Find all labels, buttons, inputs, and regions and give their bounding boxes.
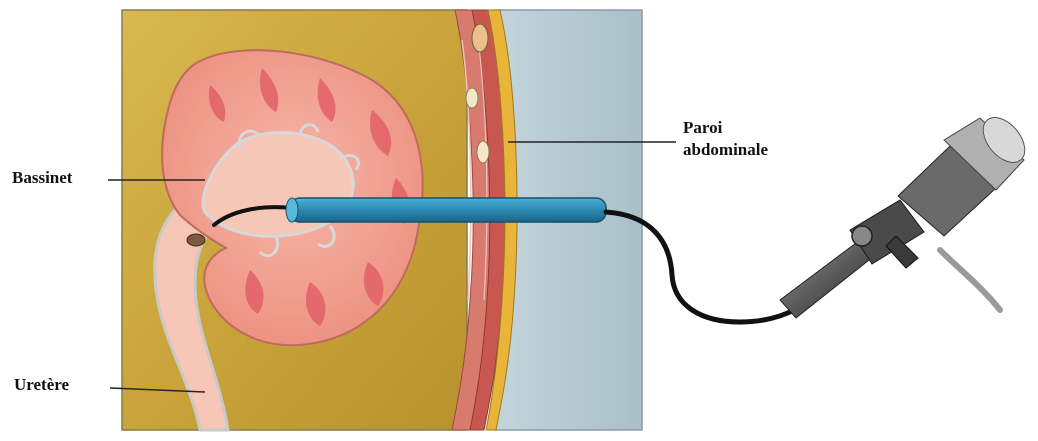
label-bassinet: Bassinet xyxy=(12,168,72,188)
kidney-stone xyxy=(187,234,205,246)
label-paroi-line2: abdominale xyxy=(683,139,768,161)
label-uretere: Uretère xyxy=(14,375,69,395)
access-sheath xyxy=(290,198,606,222)
label-paroi-abdominale: Paroi abdominale xyxy=(683,117,768,161)
label-paroi-line1: Paroi xyxy=(683,117,768,139)
